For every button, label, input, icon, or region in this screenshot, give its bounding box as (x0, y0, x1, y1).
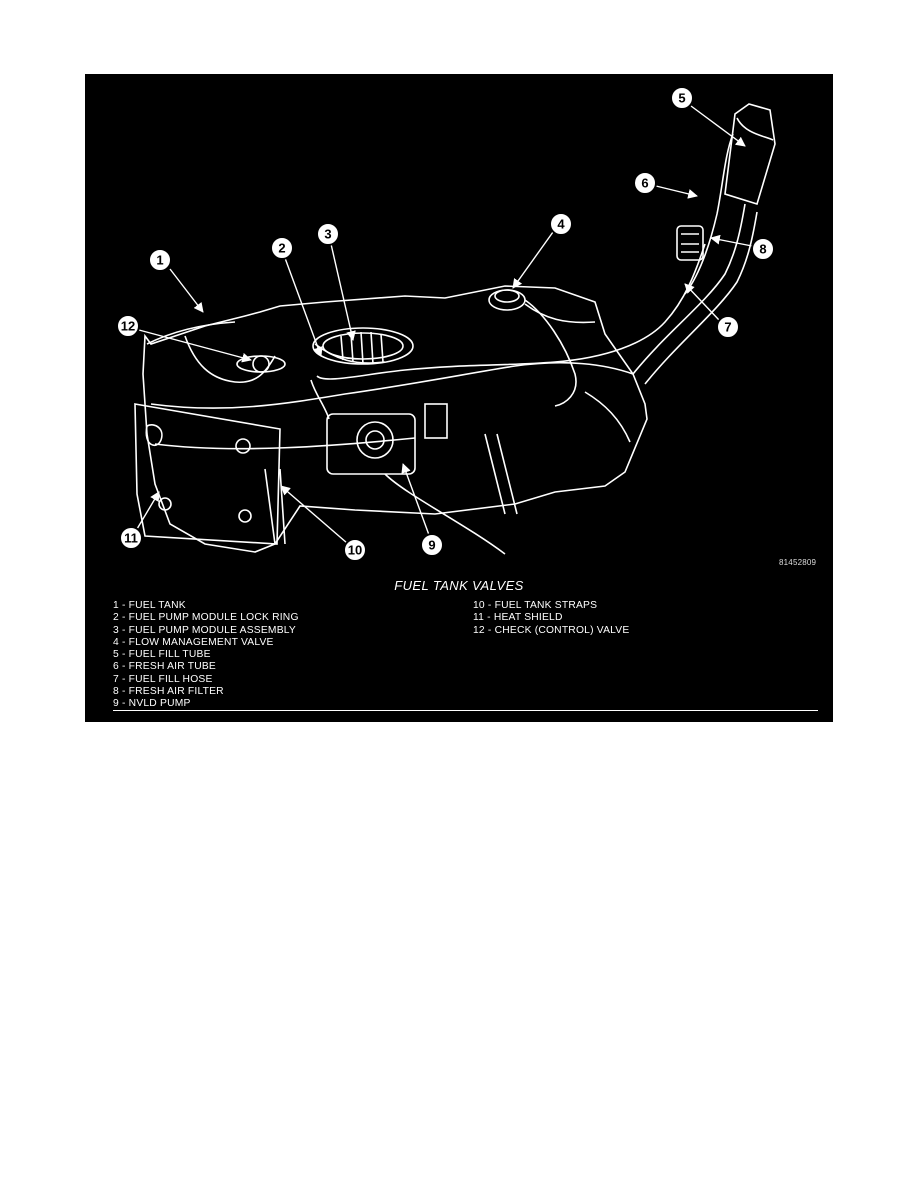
fuel-tank (142, 285, 648, 553)
legend-item: 6 - FRESH AIR TUBE (113, 661, 216, 673)
legend-item: 7 - FUEL FILL HOSE (113, 673, 213, 685)
legend-item: 3 - FUEL PUMP MODULE ASSEMBLY (113, 624, 296, 636)
legend-item: 8 - FRESH AIR FILTER (113, 686, 224, 698)
figure-title: FUEL TANK VALVES (394, 578, 524, 593)
legend-item: 11 - HEAT SHIELD (473, 612, 563, 624)
legend-divider (113, 710, 818, 711)
figure-code: 81452809 (779, 558, 817, 567)
fuel-tank-illustration: 1 2 3 4 5 6 7 8 9 (116, 86, 776, 562)
legend-item: 9 - NVLD PUMP (113, 698, 191, 710)
callout-2: 2 (278, 241, 285, 256)
legend-item: 4 - FLOW MANAGEMENT VALVE (113, 636, 274, 648)
legend-item: 1 - FUEL TANK (113, 600, 186, 611)
fuel-tank-straps (264, 433, 518, 545)
callout-11: 11 (124, 531, 138, 546)
legend-item: 2 - FUEL PUMP MODULE LOCK RING (113, 612, 299, 624)
legend-item: 12 - CHECK (CONTROL) VALVE (473, 624, 630, 636)
diagram-figure: 1 2 3 4 5 6 7 8 9 (85, 74, 833, 722)
heat-shield (134, 403, 281, 545)
callout-9: 9 (428, 538, 435, 553)
callout-8: 8 (759, 242, 766, 257)
callout-7: 7 (724, 320, 731, 335)
callout-4: 4 (557, 217, 565, 232)
tubing (310, 103, 776, 555)
fuel-pump-module (312, 327, 448, 475)
legend-item: 10 - FUEL TANK STRAPS (473, 600, 598, 611)
callout-12: 12 (121, 319, 135, 334)
callout-5: 5 (678, 91, 685, 106)
callout-10: 10 (348, 543, 362, 558)
callout-6: 6 (641, 176, 648, 191)
callout-1: 1 (156, 253, 163, 268)
legend-item: 5 - FUEL FILL TUBE (113, 649, 211, 661)
callouts: 1 2 3 4 5 6 7 8 9 (116, 86, 775, 562)
callout-3: 3 (324, 227, 331, 242)
legend-left: 1 - FUEL TANK 2 - FUEL PUMP MODULE LOCK … (113, 600, 299, 711)
flow-management-valve (488, 289, 526, 311)
legend-right: 10 - FUEL TANK STRAPS 11 - HEAT SHIELD 1… (473, 600, 629, 637)
